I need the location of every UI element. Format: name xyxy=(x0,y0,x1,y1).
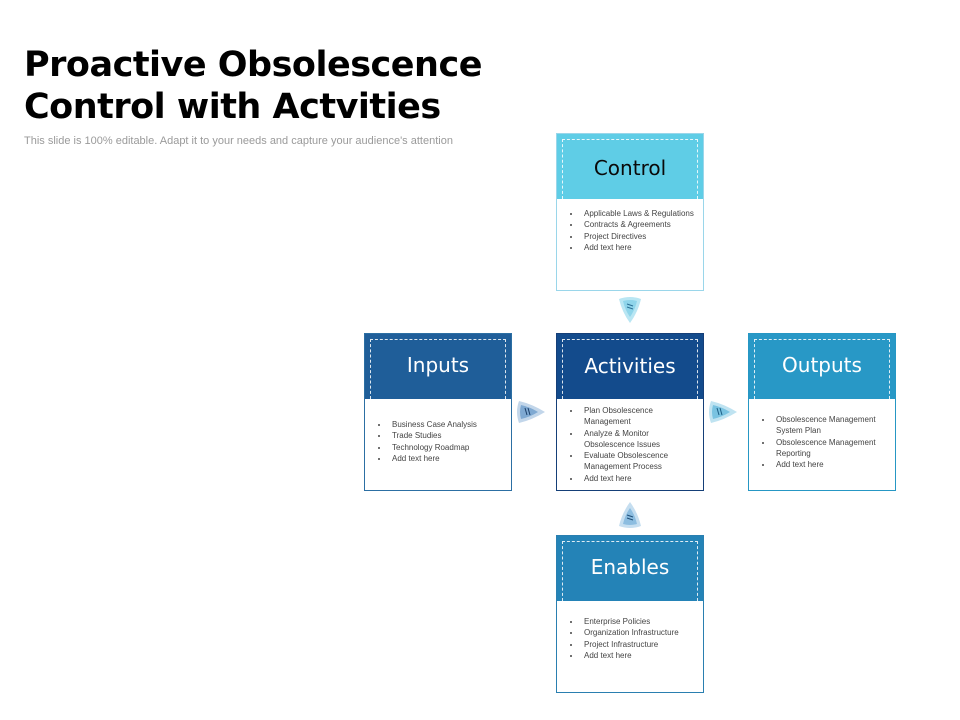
activities-item: Plan Obsolescence Management xyxy=(581,405,697,428)
inputs-title: Inputs xyxy=(406,353,470,377)
inputs-header: Inputs xyxy=(365,334,511,399)
outputs-title: Outputs xyxy=(782,353,862,377)
outputs-box: Outputs Obsolescence Management System P… xyxy=(748,333,896,491)
enables-title: Enables xyxy=(590,555,670,579)
enables-box: Enables Enterprise Policies Organization… xyxy=(556,535,704,693)
activities-header: Activities xyxy=(557,334,703,399)
outputs-item: Obsolescence Management System Plan xyxy=(773,414,889,437)
outputs-list: Obsolescence Management System Plan Obso… xyxy=(759,414,889,470)
control-header: Control xyxy=(557,134,703,199)
outputs-item: Add text here xyxy=(773,459,889,470)
inputs-header-dashed-frame xyxy=(370,339,506,399)
control-item: Contracts & Agreements xyxy=(581,219,697,230)
outputs-header-dashed-frame xyxy=(754,339,890,399)
page-title: Proactive Obsolescence Control with Actv… xyxy=(24,44,544,128)
outputs-header: Outputs xyxy=(749,334,895,399)
enables-item: Add text here xyxy=(581,650,697,661)
activities-title: Activities xyxy=(584,354,676,378)
arrow-down-icon xyxy=(619,297,641,323)
activities-list: Plan Obsolescence Management Analyze & M… xyxy=(567,405,697,484)
enables-header-dashed-frame xyxy=(562,541,698,601)
inputs-box: Inputs Business Case Analysis Trade Stud… xyxy=(364,333,512,491)
control-box: Control Applicable Laws & Regulations Co… xyxy=(556,133,704,291)
activities-item: Add text here xyxy=(581,473,697,484)
control-item: Applicable Laws & Regulations xyxy=(581,208,697,219)
arrow-right-icon xyxy=(709,401,737,423)
inputs-item: Trade Studies xyxy=(389,430,505,441)
control-title: Control xyxy=(593,156,667,180)
enables-item: Enterprise Policies xyxy=(581,616,697,627)
activities-item: Analyze & Monitor Obsolescence Issues xyxy=(581,428,697,451)
title-line-2: Control with Actvities xyxy=(24,87,441,127)
arrow-right-icon xyxy=(517,401,545,423)
enables-item: Project Infrastructure xyxy=(581,639,697,650)
inputs-item: Technology Roadmap xyxy=(389,442,505,453)
activities-item: Evaluate Obsolescence Management Process xyxy=(581,450,697,473)
activities-header-dashed-frame xyxy=(562,339,698,399)
arrow-up-icon xyxy=(619,502,641,528)
inputs-list: Business Case Analysis Trade Studies Tec… xyxy=(375,419,505,464)
activities-box: Activities Plan Obsolescence Management … xyxy=(556,333,704,491)
enables-list: Enterprise Policies Organization Infrast… xyxy=(567,616,697,661)
inputs-item: Business Case Analysis xyxy=(389,419,505,430)
control-item: Project Directives xyxy=(581,231,697,242)
page-subtitle: This slide is 100% editable. Adapt it to… xyxy=(24,135,453,147)
enables-header: Enables xyxy=(557,536,703,601)
title-line-1: Proactive Obsolescence xyxy=(24,45,482,85)
outputs-item: Obsolescence Management Reporting xyxy=(773,437,889,460)
inputs-item: Add text here xyxy=(389,453,505,464)
enables-item: Organization Infrastructure xyxy=(581,627,697,638)
control-item: Add text here xyxy=(581,242,697,253)
control-header-dashed-frame xyxy=(562,139,698,199)
control-list: Applicable Laws & Regulations Contracts … xyxy=(567,208,697,253)
